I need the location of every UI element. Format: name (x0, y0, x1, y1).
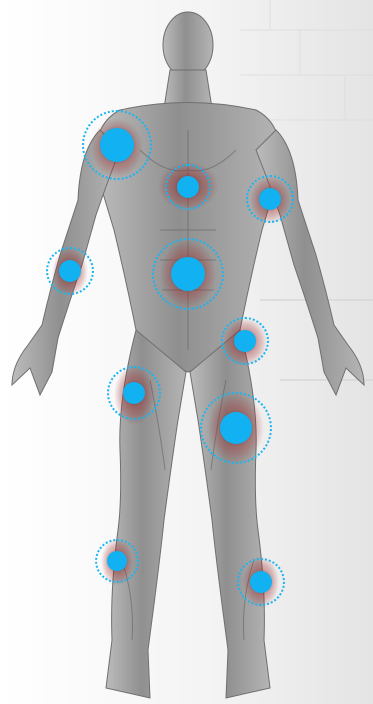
hotspot-left-forearm[interactable] (46, 247, 94, 295)
hotspot-dot (123, 382, 145, 404)
hotspot-right-knee[interactable] (200, 392, 272, 464)
hotspot-dot (59, 260, 81, 282)
hotspot-dot (171, 257, 205, 291)
hotspot-dot (259, 188, 281, 210)
hotspot-dot (234, 330, 256, 352)
hotspot-abdomen[interactable] (152, 238, 224, 310)
hotspot-dot (220, 412, 252, 444)
hotspot-dot (250, 571, 272, 593)
hotspot-right-biceps[interactable] (246, 175, 294, 223)
hotspot-dot (177, 176, 199, 198)
hotspot-left-thigh[interactable] (107, 366, 161, 420)
hotspot-dot (107, 551, 127, 571)
hotspot-left-shin[interactable] (95, 539, 139, 583)
hotspot-left-shoulder[interactable] (82, 110, 152, 180)
hotspot-dot (100, 128, 134, 162)
hotspot-right-hip[interactable] (221, 317, 269, 365)
hotspot-right-calf[interactable] (237, 558, 285, 606)
hotspot-chest[interactable] (165, 164, 211, 210)
